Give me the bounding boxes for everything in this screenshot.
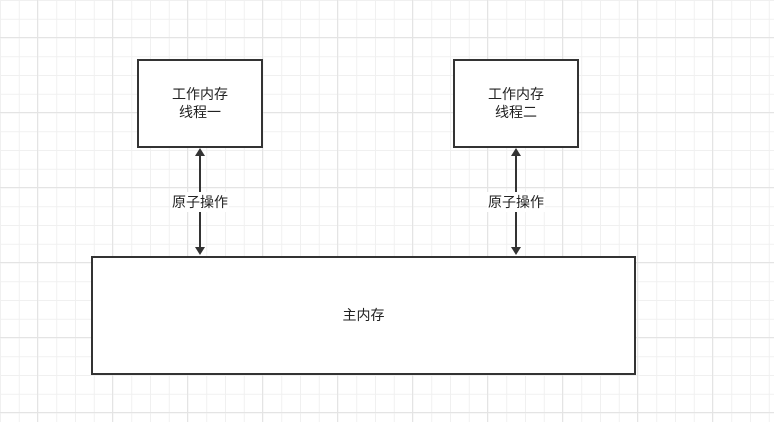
main-memory-label: 主内存 bbox=[342, 307, 385, 324]
thread-one-working-memory[interactable]: 工作内存线程一 bbox=[137, 59, 263, 148]
edge-label-left: 原子操作 bbox=[171, 192, 229, 212]
thread-one-line1: 工作内存 bbox=[172, 86, 228, 103]
edge-label-right: 原子操作 bbox=[487, 192, 545, 212]
thread-two-line2: 线程二 bbox=[495, 104, 537, 121]
thread-two-line1: 工作内存 bbox=[488, 86, 544, 103]
main-memory[interactable]: 主内存 bbox=[91, 256, 636, 375]
thread-two-working-memory[interactable]: 工作内存线程二 bbox=[453, 59, 579, 148]
thread-one-line2: 线程一 bbox=[179, 104, 221, 121]
